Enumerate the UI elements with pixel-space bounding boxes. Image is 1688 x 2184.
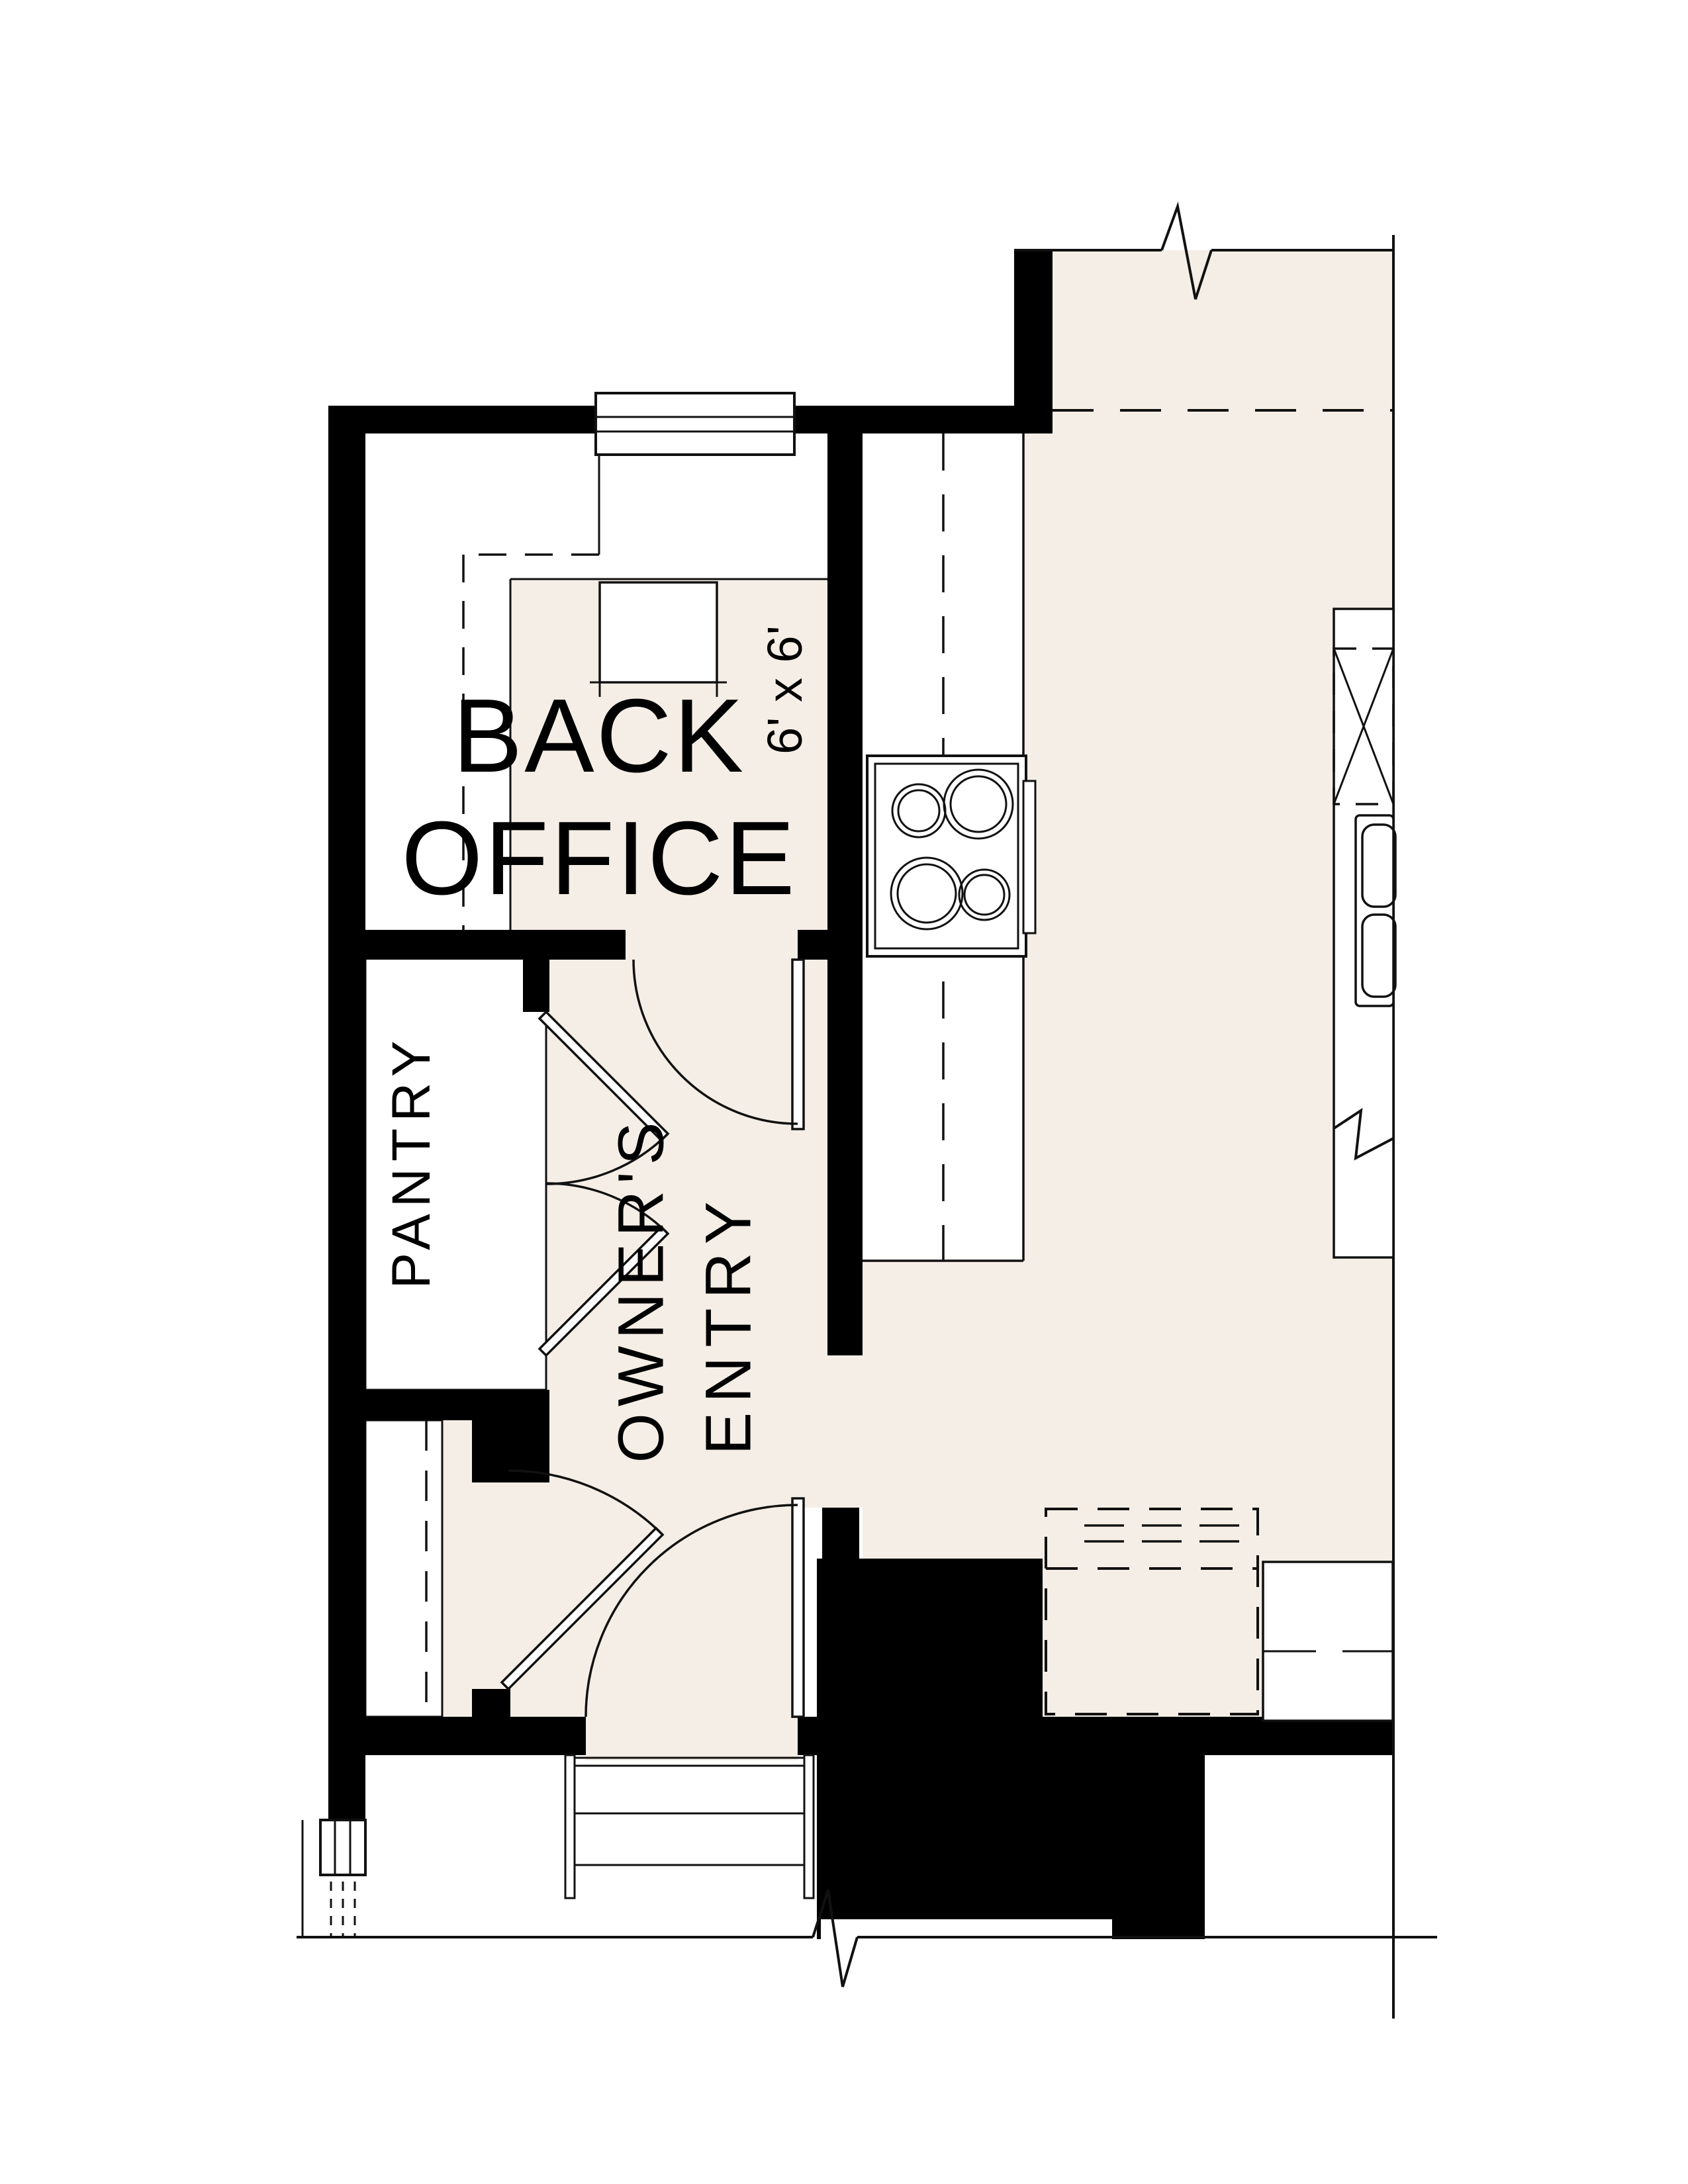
desk-front-line [590, 681, 727, 697]
optional-feature-ticks [1084, 1524, 1239, 1543]
post-dashed-below [330, 1882, 356, 1937]
wall-south-right [798, 1717, 1393, 1755]
wall-north-right [794, 406, 1014, 433]
desk [598, 581, 718, 684]
entry-door-leaf [791, 1497, 805, 1718]
wall-south-left [328, 1717, 586, 1755]
wall-northeast-column [1014, 250, 1053, 433]
wall-pantry-closet [328, 1390, 549, 1420]
doors [500, 958, 805, 1718]
porch-post [319, 1819, 367, 1876]
pantry-interior [364, 957, 547, 1391]
jamb-pantry-top [523, 960, 549, 1012]
wall-office-south-left [328, 930, 626, 960]
walls [328, 250, 1393, 1939]
wall-kitchen-divider [827, 433, 863, 1355]
cooktop-burners [890, 768, 1014, 931]
owners-entry-label-line1: OWNER'S [604, 1115, 677, 1463]
porch-post-hatch [334, 1820, 352, 1875]
cooktop-panel [1022, 780, 1037, 934]
x-cabinet-diagonals [1333, 648, 1395, 805]
closet-interior [364, 1419, 444, 1718]
soffit-dashed [462, 553, 599, 930]
pantry-label: PANTRY [381, 1034, 442, 1289]
sink-bowl-2 [1361, 913, 1397, 998]
break-symbol-counter [1333, 1107, 1394, 1161]
nook-outline [509, 578, 827, 930]
sink-rim [1354, 814, 1395, 1007]
bottom-right-details [1045, 1508, 1394, 1722]
optional-feature-dashed [1045, 1508, 1259, 1715]
wall-mass-a [817, 1559, 1043, 1717]
pantry-door-swing-bottom [545, 1182, 669, 1235]
sink-counter [1333, 608, 1397, 1259]
window [594, 392, 796, 456]
back-office-dimension: 6' x 6' [757, 625, 812, 754]
floor-fill-regions [442, 250, 1393, 1760]
closet-door-swing [508, 1469, 664, 1536]
office-door-swing [632, 959, 798, 1125]
counter-bottom-right [1262, 1561, 1394, 1722]
owners-entry-label-line2: ENTRY [692, 1192, 765, 1455]
sink-bowl-1 [1361, 823, 1397, 908]
dashed-x-cabinet [1333, 647, 1395, 805]
wall-office-south-jamb [798, 930, 863, 960]
back-office-label-line2: OFFICE [401, 800, 797, 917]
cooktop-outer [866, 754, 1027, 958]
room-interiors [364, 957, 547, 1718]
entry-door-swing [585, 1504, 798, 1717]
wall-mass-b [817, 1755, 1205, 1939]
wall-north-left [328, 406, 596, 433]
break-symbol-top [1160, 201, 1213, 300]
exterior-stairs [301, 1754, 815, 1937]
back-office-details [462, 392, 827, 930]
stair-stringer-left [564, 1754, 576, 1899]
back-office-label-line1: BACK [452, 678, 746, 794]
office-door-leaf [791, 958, 805, 1130]
kitchen-counter-run [863, 433, 1037, 1262]
cooktop-inner [874, 762, 1019, 950]
wall-stub [822, 1508, 859, 1559]
stair-treads [575, 1756, 804, 1866]
wall-west [328, 406, 365, 1820]
break-symbol-grade [812, 1889, 859, 1987]
stair-stringer-right [803, 1754, 815, 1899]
